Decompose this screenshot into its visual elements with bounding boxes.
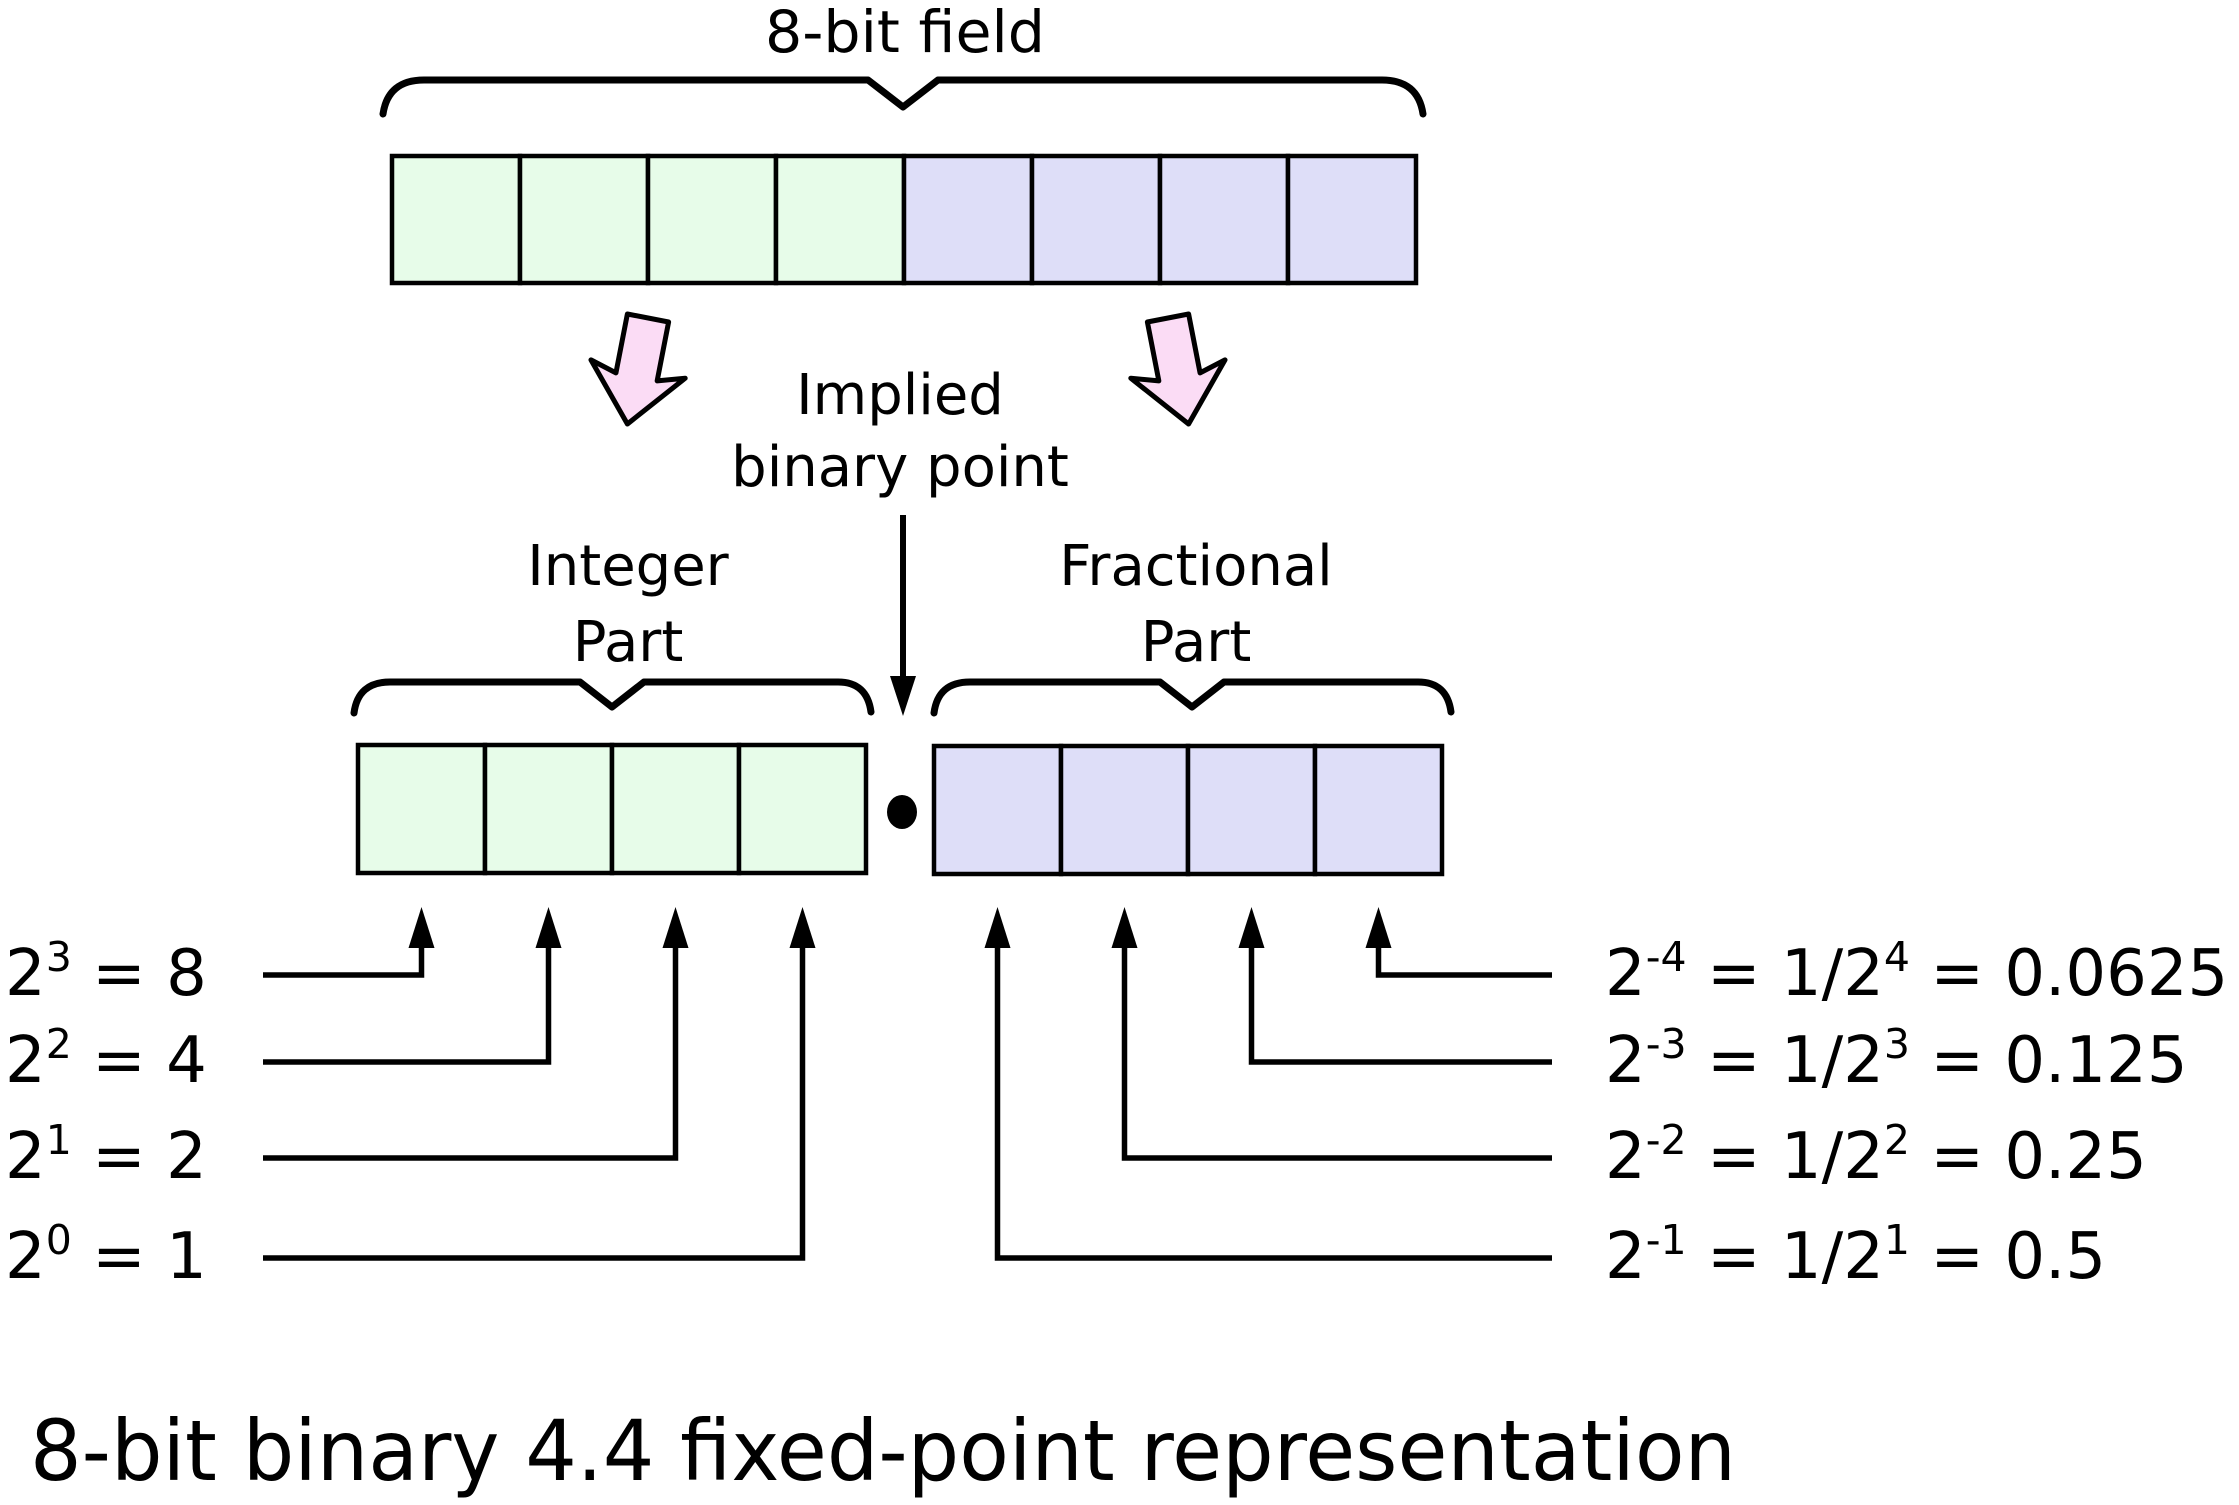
connector-line xyxy=(1379,944,1553,975)
bit-cell xyxy=(1061,746,1188,874)
weight-label: 20 = 1 xyxy=(5,1216,207,1294)
bit-cell xyxy=(1188,746,1315,874)
connector-arrowhead xyxy=(536,907,562,948)
bit-cell xyxy=(485,745,612,873)
weight-connectors xyxy=(263,907,1552,1258)
implied-point-arrowhead xyxy=(890,676,916,716)
connector-line xyxy=(263,944,803,1258)
down-arrow-shape xyxy=(580,309,695,433)
bit-cell xyxy=(904,156,1032,283)
connector-line xyxy=(1252,944,1553,1062)
weight-label: 2-1 = 1/21 = 0.5 xyxy=(1605,1216,2106,1294)
weight-label: 23 = 8 xyxy=(5,933,207,1011)
field-brace xyxy=(383,80,1423,114)
weight-label: 21 = 2 xyxy=(5,1116,207,1194)
weight-label: 22 = 4 xyxy=(5,1020,207,1098)
bit-cell xyxy=(520,156,648,283)
integer-part-label-line2: Part xyxy=(573,610,684,675)
bit-cell xyxy=(934,746,1061,874)
fraction-weight-labels: 2-4 = 1/24 = 0.0625 2-3 = 1/23 = 0.125 2… xyxy=(1605,933,2228,1294)
bit-cell xyxy=(612,745,739,873)
fractional-part-brace xyxy=(934,682,1451,713)
down-arrow-shape xyxy=(1121,309,1236,433)
diagram-caption: 8-bit binary 4.4 fixed-point representat… xyxy=(30,1402,1736,1500)
weight-connector-arrow xyxy=(1112,907,1553,1158)
integer-part-label-line1: Integer xyxy=(527,534,729,599)
fractional-part-label-line2: Part xyxy=(1141,610,1252,675)
integer-bit-row xyxy=(358,745,866,873)
weight-connector-arrow xyxy=(263,907,689,1158)
weight-connector-arrow xyxy=(263,907,816,1258)
weight-connector-arrow xyxy=(1239,907,1553,1062)
bit-cell xyxy=(392,156,520,283)
implied-point-label-line2: binary point xyxy=(731,435,1069,500)
connector-line xyxy=(263,944,422,975)
bit-cell xyxy=(648,156,776,283)
connector-arrowhead xyxy=(985,907,1011,948)
weight-connector-arrow xyxy=(263,907,562,1062)
connector-line xyxy=(263,944,549,1062)
connector-line xyxy=(998,944,1553,1258)
implied-point-arrow xyxy=(890,515,916,716)
weight-label: 2-3 = 1/23 = 0.125 xyxy=(1605,1020,2188,1098)
top-bit-row xyxy=(392,156,1416,283)
connector-arrowhead xyxy=(1239,907,1265,948)
bit-cell xyxy=(1160,156,1288,283)
down-arrow-icon xyxy=(1121,309,1236,433)
connector-arrowhead xyxy=(1112,907,1138,948)
bit-cell xyxy=(1315,746,1442,874)
weight-label: 2-2 = 1/22 = 0.25 xyxy=(1605,1116,2147,1194)
integer-weight-labels: 23 = 8 22 = 4 21 = 2 20 = 1 xyxy=(5,933,207,1294)
fractional-part-label-line1: Fractional xyxy=(1059,534,1332,599)
implied-point-label-line1: Implied xyxy=(796,363,1004,428)
bit-cell xyxy=(1288,156,1416,283)
connector-arrowhead xyxy=(663,907,689,948)
fraction-bit-row xyxy=(934,746,1442,874)
weight-label: 2-4 = 1/24 = 0.0625 xyxy=(1605,933,2228,1011)
connector-arrowhead xyxy=(790,907,816,948)
bit-cell xyxy=(739,745,866,873)
connector-arrowhead xyxy=(1366,907,1392,948)
integer-part-brace xyxy=(354,682,871,713)
weight-connector-arrow xyxy=(985,907,1553,1258)
bit-cell xyxy=(358,745,485,873)
field-width-label: 8-bit field xyxy=(765,0,1045,66)
connector-arrowhead xyxy=(409,907,435,948)
weight-connector-arrow xyxy=(263,907,435,975)
binary-point-dot xyxy=(887,795,917,829)
bit-cell xyxy=(776,156,904,283)
weight-connector-arrow xyxy=(1366,907,1553,975)
down-arrow-icon xyxy=(580,309,695,433)
bit-cell xyxy=(1032,156,1160,283)
